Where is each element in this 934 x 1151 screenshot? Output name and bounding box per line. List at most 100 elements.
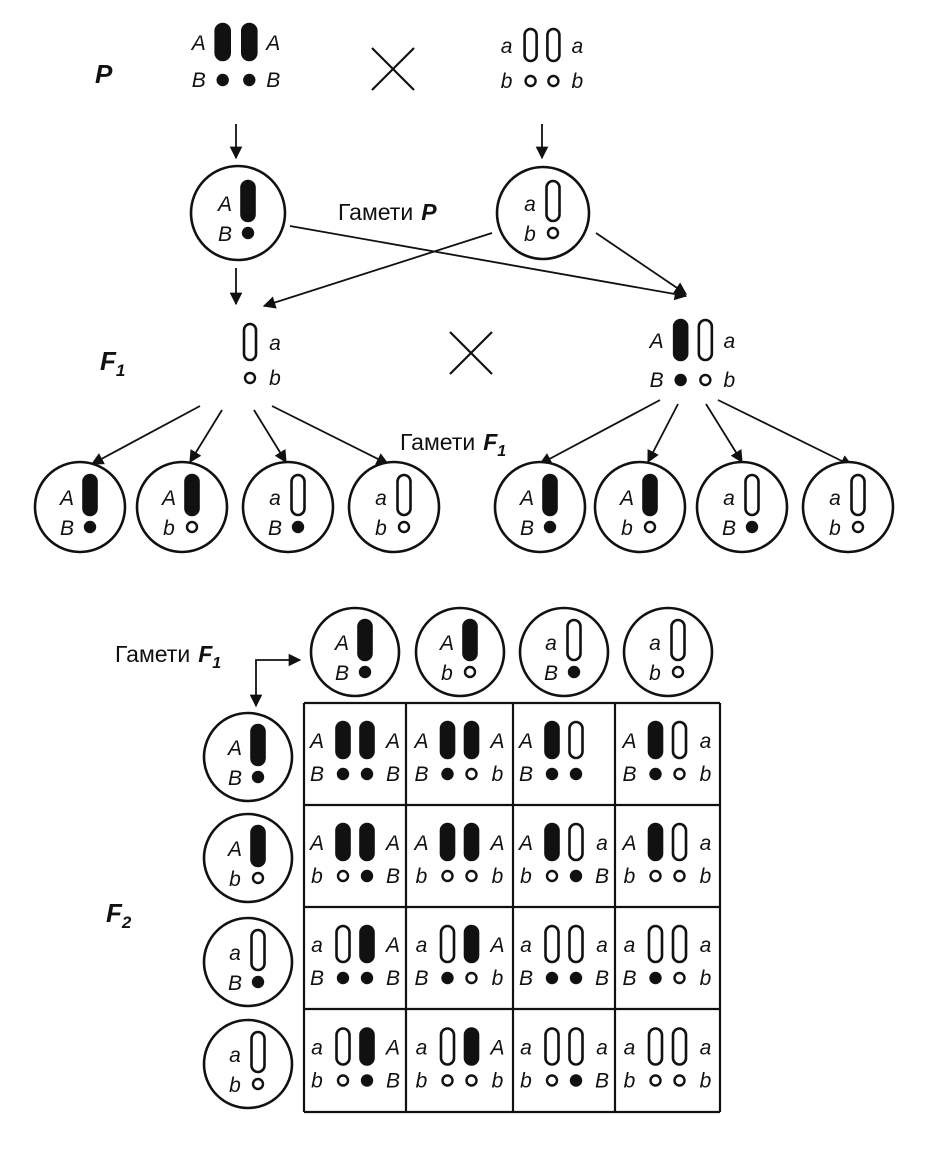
allele-top-left: a (416, 934, 428, 957)
gene-dot-right (673, 869, 686, 883)
generation-label-f1: F1 (100, 346, 125, 380)
chromosome-left (214, 22, 231, 62)
gene-dot (291, 520, 305, 534)
chromosome (242, 322, 258, 362)
allele-bottom-left: B (519, 763, 533, 786)
allele-bottom-right: b (700, 967, 712, 990)
gene-dot (745, 520, 759, 534)
chromosome (250, 1030, 266, 1074)
chromosome-left (544, 1027, 560, 1066)
chromosome-left (335, 1027, 351, 1066)
allele-top-left: a (624, 934, 636, 957)
allele-bottom: b (524, 223, 536, 246)
f1-left: ab (242, 322, 281, 390)
gene-dot-right (465, 971, 478, 985)
chromosome (396, 473, 412, 517)
gene-dot-left (649, 767, 662, 781)
gene-dot-left (524, 74, 537, 88)
generation-label-p: P (95, 59, 113, 89)
chromosome (566, 618, 582, 662)
allele-top-right: a (700, 730, 712, 753)
chromosome-right (568, 924, 584, 964)
gene-dot-left (441, 767, 454, 781)
gene-dot (567, 665, 581, 679)
allele-bottom: b (829, 517, 841, 540)
allele-bottom-left: b (520, 1070, 532, 1093)
allele-top: a (375, 487, 387, 510)
gamete-circle (593, 460, 687, 554)
allele-top-left: A (412, 730, 428, 753)
allele-bottom-left: b (311, 1070, 323, 1093)
allele-top: a (545, 632, 557, 655)
allele-top: A (618, 487, 634, 510)
allele-top-right: A (488, 832, 504, 855)
gamete-f1-1: Ab (135, 460, 229, 554)
allele-top-left: A (648, 330, 664, 353)
allele-bottom-left: B (192, 69, 206, 92)
allele-bottom-right: b (492, 865, 504, 888)
allele-top-left: A (620, 730, 636, 753)
punnett-row-gamete-1: Ab (202, 812, 294, 904)
allele-top: A (58, 487, 74, 510)
gamete-circle (414, 606, 506, 698)
gene-dot-left (441, 869, 454, 883)
allele-bottom: b (375, 517, 387, 540)
allele-top-left: a (416, 1037, 428, 1060)
gamete-circle (202, 916, 294, 1008)
gene-dot-left (336, 767, 350, 781)
chromosome-right (671, 720, 688, 760)
allele-top: A (518, 487, 534, 510)
allele-top-left: a (520, 1037, 532, 1060)
chromosome-right (463, 924, 480, 964)
allele-top: A (226, 737, 242, 760)
allele-bottom-right: B (266, 69, 280, 92)
gene-dot-right (569, 869, 583, 883)
gene-dot (243, 371, 257, 385)
allele-top: a (229, 942, 241, 965)
allele-top-right: a (724, 330, 736, 353)
allele-bottom-left: b (624, 865, 636, 888)
allele-bottom: B (268, 517, 282, 540)
allele-top: a (269, 487, 281, 510)
allele-bottom-left: b (624, 1070, 636, 1093)
allele-top-left: A (412, 832, 428, 855)
allele-top-right: A (488, 730, 504, 753)
gene-dot-left (336, 1074, 350, 1087)
chromosome (462, 618, 478, 662)
gene-dot-left (545, 869, 559, 883)
allele-bottom: B (335, 662, 349, 685)
chromosome-left (544, 924, 560, 964)
allele-bottom: b (269, 367, 281, 390)
chromosome (240, 179, 256, 223)
gene-dot (546, 226, 560, 240)
allele-top-left: A (517, 832, 533, 855)
allele-bottom-left: b (416, 1070, 428, 1093)
allele-top-right: A (488, 1037, 504, 1060)
chromosome-right (568, 720, 584, 760)
allele-bottom-left: B (414, 967, 428, 990)
chromosome-right (568, 822, 584, 862)
gene-dot (251, 770, 265, 784)
gene-dot (185, 520, 199, 534)
allele-top-right: A (384, 832, 400, 855)
allele-bottom: B (60, 517, 74, 540)
chromosome-right (359, 924, 375, 964)
allele-top: a (524, 193, 536, 216)
gamete-circle (33, 460, 127, 554)
allele-top-right: a (596, 934, 608, 957)
allele-bottom-right: b (492, 1070, 504, 1093)
chromosome-right (671, 1027, 688, 1066)
allele-bottom-right: B (386, 865, 400, 888)
gene-dot (251, 975, 265, 989)
chromosome (670, 618, 686, 662)
allele-bottom-right: b (572, 70, 584, 93)
chromosome-right (463, 1027, 480, 1066)
gene-dot-right (547, 74, 560, 88)
gene-dot-right (360, 767, 374, 781)
